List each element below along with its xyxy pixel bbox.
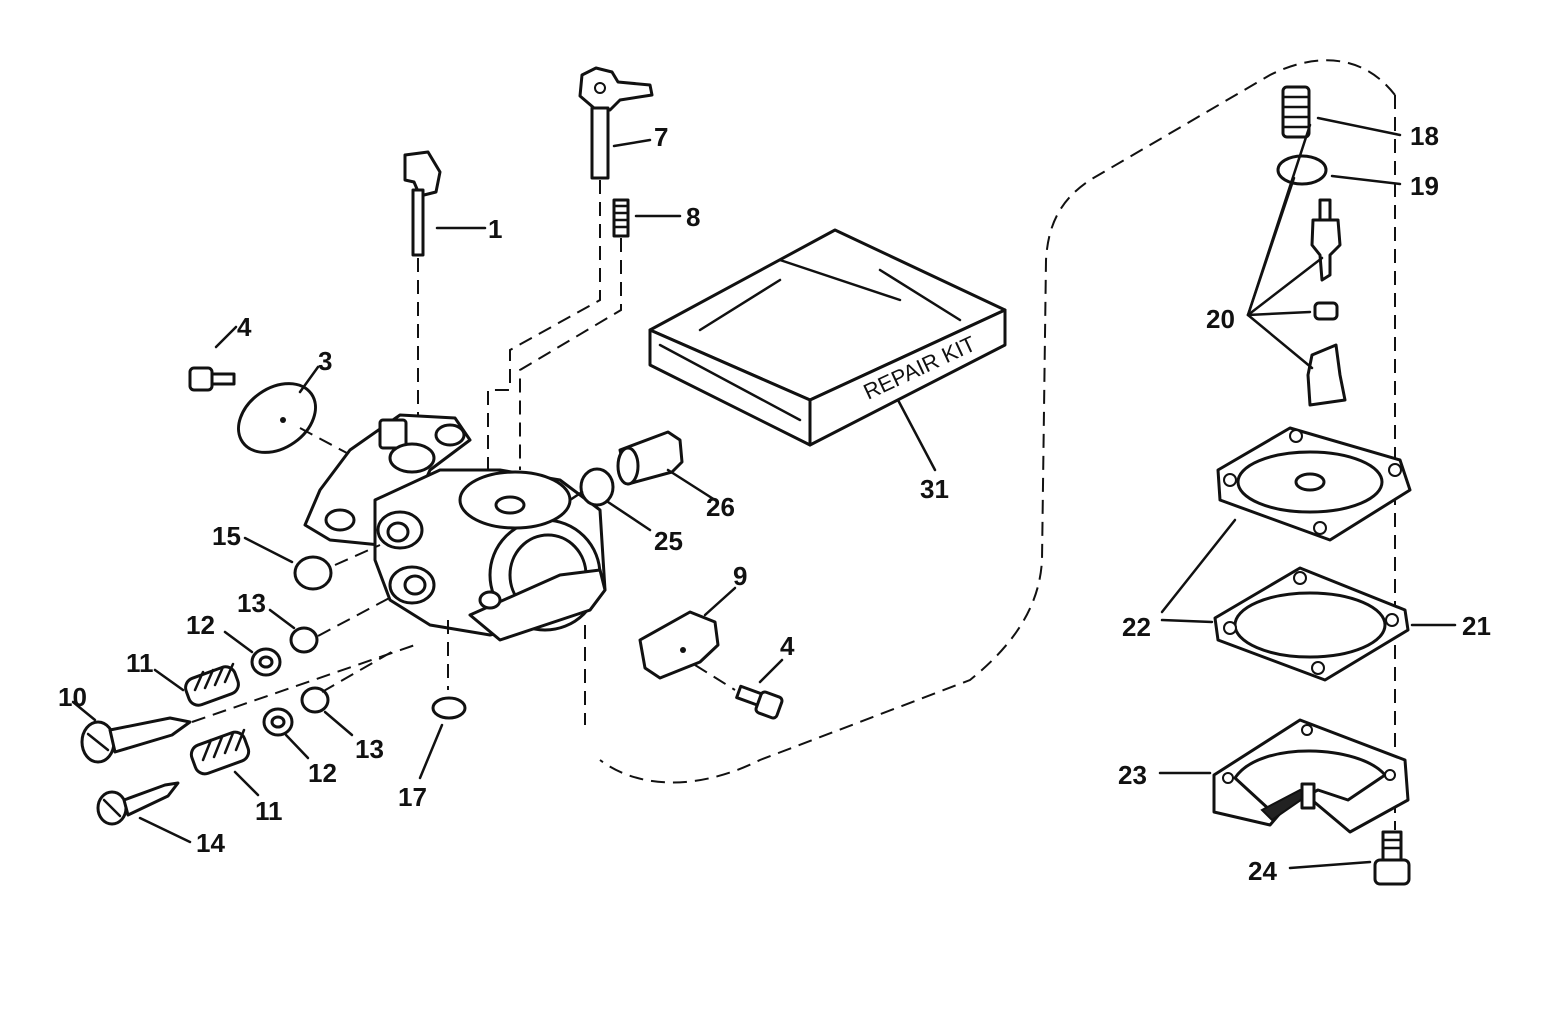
- label-13-upper: 13: [237, 588, 266, 618]
- part-10-mixture-needle: [71, 644, 416, 764]
- part-13-washer-upper: [268, 594, 396, 654]
- part-11-spring-lower: [189, 728, 260, 797]
- part-7-choke-shaft: [578, 66, 654, 180]
- label-19: 19: [1410, 171, 1439, 201]
- part-20-needle-seat-set: [1246, 123, 1347, 407]
- repair-kit-boundary: [599, 59, 1396, 784]
- label-3: 3: [318, 346, 332, 376]
- part-1-throttle-shaft: [403, 150, 487, 440]
- label-15: 15: [212, 521, 241, 551]
- part-9-plate: [638, 586, 737, 691]
- part-4-screw-upper: [188, 325, 238, 392]
- part-11-spring-upper: [153, 662, 240, 707]
- label-10: 10: [58, 682, 87, 712]
- label-14: 14: [196, 828, 225, 858]
- label-25: 25: [654, 526, 683, 556]
- part-18-spring: [1281, 85, 1402, 139]
- guide-7-8: [487, 180, 601, 480]
- label-23: 23: [1118, 760, 1147, 790]
- part-12-washer-upper: [223, 630, 282, 677]
- label-31: 31: [920, 474, 949, 504]
- part-4-screw-lower: [735, 658, 784, 720]
- part-22-diaphragm-cover: [1216, 426, 1412, 542]
- part-17-plug: [418, 620, 467, 780]
- part-25-gasket: [568, 467, 652, 532]
- label-26: 26: [706, 492, 735, 522]
- label-21: 21: [1462, 611, 1491, 641]
- part-15-plug: [243, 536, 381, 591]
- label-18: 18: [1410, 121, 1439, 151]
- label-12-lower: 12: [308, 758, 337, 788]
- label-17: 17: [398, 782, 427, 812]
- part-13-washer-lower: [300, 649, 396, 737]
- part-14-needle: [96, 781, 192, 844]
- part-21-gasket: [1213, 566, 1457, 682]
- part-31-repair-kit[interactable]: REPAIR KIT: [648, 228, 1007, 472]
- guide-8: [519, 238, 622, 470]
- part-23-base: [1158, 718, 1410, 834]
- part-3-throttle-plate: [237, 365, 361, 461]
- part-8-spring: [612, 198, 682, 238]
- label-11-upper: 11: [126, 648, 154, 678]
- label-9: 9: [733, 561, 747, 591]
- part-19-washer: [1276, 154, 1402, 186]
- label-7: 7: [654, 122, 668, 152]
- label-12-upper: 12: [186, 610, 215, 640]
- part-26-fitting: [616, 430, 717, 502]
- label-11-lower: 11: [255, 796, 283, 826]
- label-13-lower: 13: [355, 734, 384, 764]
- carburetor-body: [303, 413, 607, 642]
- label-24: 24: [1248, 856, 1277, 886]
- part-12-washer-lower: [262, 707, 310, 760]
- leader-22b: [1160, 618, 1214, 624]
- label-20: 20: [1206, 304, 1235, 334]
- label-8: 8: [686, 202, 700, 232]
- label-22: 22: [1122, 612, 1151, 642]
- leader-22a: [1160, 518, 1237, 614]
- label-4-lower: 4: [780, 631, 795, 661]
- part-24-screw: [1288, 830, 1411, 886]
- label-4-upper: 4: [237, 312, 252, 342]
- label-1: 1: [488, 214, 502, 244]
